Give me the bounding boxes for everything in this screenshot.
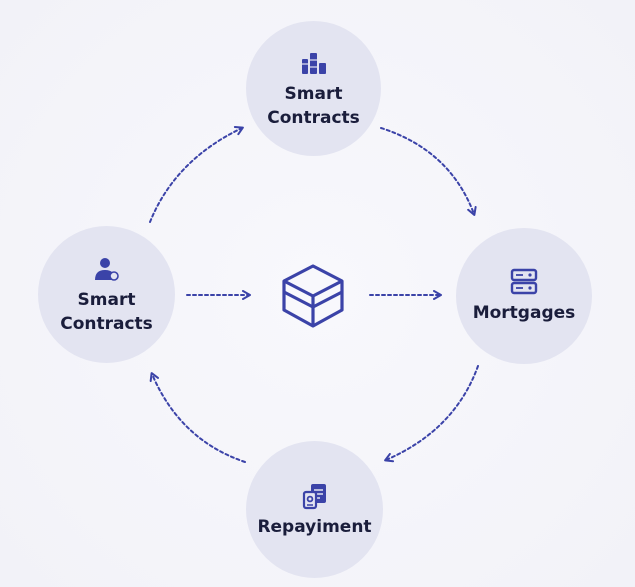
node-smart-contracts-left: Smart Contracts [38, 226, 175, 363]
node-smart-contracts-top: Smart Contracts [246, 21, 381, 156]
arrow-top-to-right [380, 127, 477, 216]
arrow-right-to-bottom [384, 365, 479, 463]
node-label: Smart Contracts [60, 289, 153, 334]
user-icon [92, 254, 122, 284]
server-icon [509, 267, 539, 297]
cube-icon [280, 262, 346, 330]
node-mortgages: Mortgages [456, 228, 592, 364]
arrow-bottom-to-left [149, 372, 246, 463]
node-label: Smart Contracts [267, 83, 360, 128]
arrow-left-to-top [149, 125, 244, 223]
stacked-blocks-icon [299, 48, 329, 78]
node-label: Mortgages [472, 303, 576, 323]
node-label: Repayiment [257, 516, 372, 537]
node-repayiment: Repayiment [246, 441, 383, 578]
documents-icon [300, 481, 330, 511]
